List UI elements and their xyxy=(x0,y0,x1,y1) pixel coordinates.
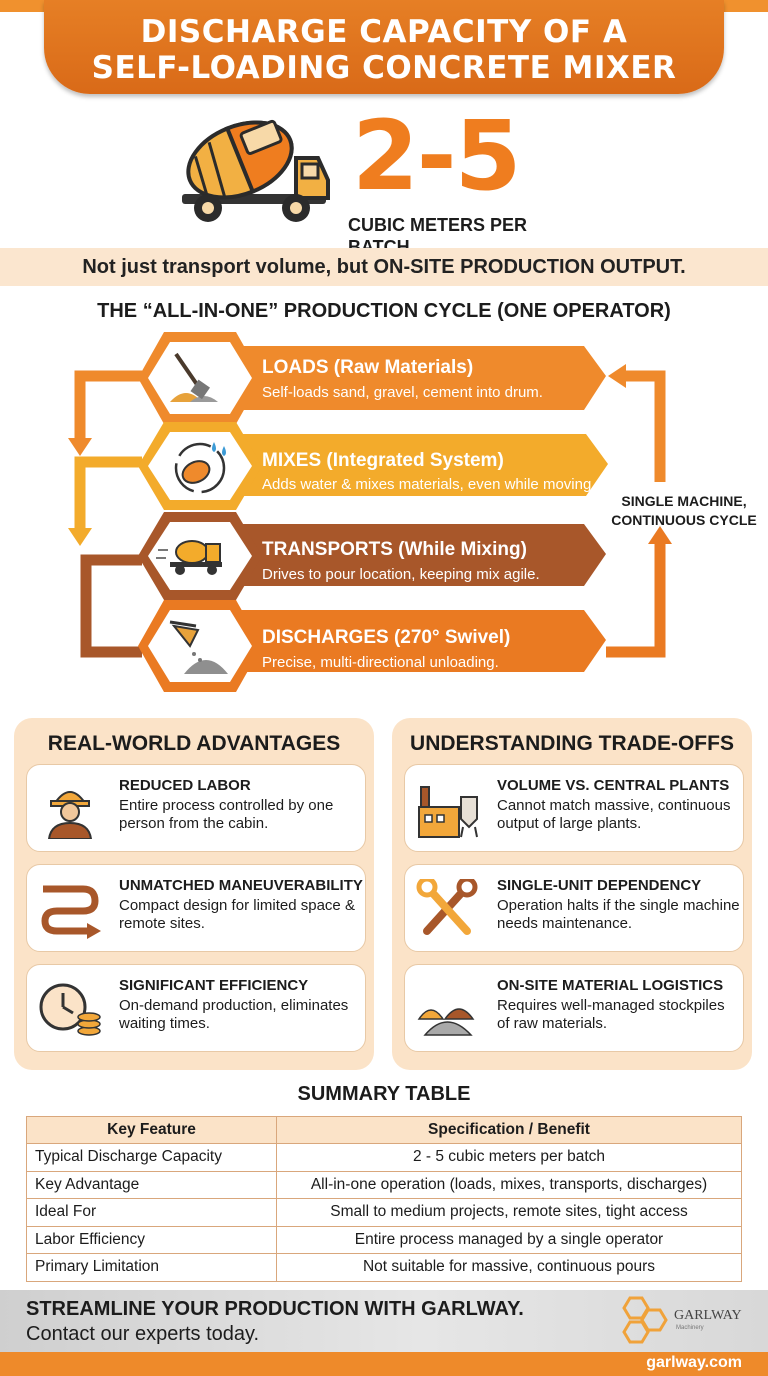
spec-cell: Not suitable for massive, continuous pou… xyxy=(276,1253,742,1282)
table-row: Labor Efficiency Entire process managed … xyxy=(26,1225,742,1254)
tradeoffs-heading: UNDERSTANDING TRADE-OFFS xyxy=(410,732,734,755)
advantage-desc: On-demand production, eliminates waiting… xyxy=(119,997,349,1032)
title-line-1: DISCHARGE CAPACITY OF A xyxy=(140,14,628,50)
step-desc-loads: Self-loads sand, gravel, cement into dru… xyxy=(262,384,543,401)
mixing-drum-icon xyxy=(174,442,226,494)
feature-cell: Labor Efficiency xyxy=(26,1225,277,1254)
tradeoff-card-dependency: SINGLE-UNIT DEPENDENCY Operation halts i… xyxy=(404,864,744,952)
cta-subline: Contact our experts today. xyxy=(26,1323,260,1345)
feature-cell: Key Advantage xyxy=(26,1170,277,1199)
tradeoff-title: ON-SITE MATERIAL LOGISTICS xyxy=(497,977,724,994)
tradeoff-title: SINGLE-UNIT DEPENDENCY xyxy=(497,877,702,894)
tradeoff-card-logistics: ON-SITE MATERIAL LOGISTICS Requires well… xyxy=(404,964,744,1052)
advantage-title: REDUCED LABOR xyxy=(119,777,251,794)
footer-cta: STREAMLINE YOUR PRODUCTION WITH GARLWAY.… xyxy=(0,1290,768,1352)
step-title-mixes: MIXES (Integrated System) xyxy=(262,450,504,471)
title-line-2: SELF-LOADING CONCRETE MIXER xyxy=(91,50,677,86)
hexagon-logo-icon xyxy=(622,1296,668,1344)
loop-arrow-left-2 xyxy=(74,456,142,534)
tradeoff-desc: Requires well-managed stockpiles of raw … xyxy=(497,997,725,1032)
advantage-desc: Entire process controlled by one person … xyxy=(119,797,334,832)
advantages-panel: REAL-WORLD ADVANTAGES REDUCED LABOR Enti… xyxy=(14,718,374,1070)
summary-table: Key Feature Specification / Benefit Typi… xyxy=(26,1116,742,1282)
tagline-strip: Not just transport volume, but ON-SITE P… xyxy=(0,248,768,286)
feature-cell: Typical Discharge Capacity xyxy=(26,1143,277,1172)
tagline: Not just transport volume, but ON-SITE P… xyxy=(82,256,686,278)
production-cycle-diagram xyxy=(68,332,672,692)
cycle-note-line-1: SINGLE MACHINE, xyxy=(621,493,747,509)
hex-loads xyxy=(138,332,262,424)
tradeoff-title: VOLUME VS. CENTRAL PLANTS xyxy=(497,777,730,794)
capacity-value: 2-5 xyxy=(352,100,521,212)
return-arrow-right xyxy=(606,542,666,658)
table-row: Primary Limitation Not suitable for mass… xyxy=(26,1253,742,1282)
advantage-title: UNMATCHED MANEUVERABILITY xyxy=(119,877,363,894)
step-desc-discharges: Precise, multi-directional unloading. xyxy=(262,654,499,671)
winding-path-icon xyxy=(41,885,101,939)
step-bar-loads xyxy=(200,346,606,410)
feature-cell: Primary Limitation xyxy=(26,1253,277,1282)
tradeoff-card-volume: VOLUME VS. CENTRAL PLANTS Cannot match m… xyxy=(404,764,744,852)
capacity-unit: CUBIC METERS PER BATCH xyxy=(348,215,528,257)
advantage-card-labor: REDUCED LABOR Entire process controlled … xyxy=(26,764,366,852)
page-title: DISCHARGE CAPACITY OF A SELF-LOADING CON… xyxy=(44,0,724,86)
cycle-heading: THE “ALL-IN-ONE” PRODUCTION CYCLE (ONE O… xyxy=(97,300,671,322)
mixer-truck-icon xyxy=(156,540,222,575)
title-banner: DISCHARGE CAPACITY OF A SELF-LOADING CON… xyxy=(44,0,724,94)
clock-coins-icon xyxy=(39,983,101,1036)
spec-cell: All-in-one operation (loads, mixes, tran… xyxy=(276,1170,742,1199)
website-link[interactable]: garlway.com xyxy=(646,1354,742,1371)
step-bar-discharges xyxy=(200,610,606,672)
hex-discharges xyxy=(138,600,262,692)
tradeoff-desc: Operation halts if the single machine ne… xyxy=(497,897,740,932)
spec-cell: 2 - 5 cubic meters per batch xyxy=(276,1143,742,1172)
table-header-row: Key Feature Specification / Benefit xyxy=(26,1116,742,1144)
step-title-discharges: DISCHARGES (270° Swivel) xyxy=(262,627,511,648)
advantage-card-maneuverability: UNMATCHED MANEUVERABILITY Compact design… xyxy=(26,864,366,952)
table-row: Typical Discharge Capacity 2 - 5 cubic m… xyxy=(26,1143,742,1172)
column-header-feature: Key Feature xyxy=(26,1116,277,1144)
cycle-side-note: SINGLE MACHINE, CONTINUOUS CYCLE xyxy=(604,492,764,530)
step-bar-transports xyxy=(200,524,606,586)
bottom-bar: garlway.com xyxy=(0,1352,768,1376)
step-title-loads: LOADS (Raw Materials) xyxy=(262,357,474,378)
step-bar-mixes xyxy=(200,434,608,496)
column-header-spec: Specification / Benefit xyxy=(276,1116,742,1144)
table-row: Key Advantage All-in-one operation (load… xyxy=(26,1170,742,1199)
cycle-note-line-2: CONTINUOUS CYCLE xyxy=(611,512,757,528)
summary-heading: SUMMARY TABLE xyxy=(297,1083,471,1105)
advantages-heading: REAL-WORLD ADVANTAGES xyxy=(47,732,341,755)
advantage-card-efficiency: SIGNIFICANT EFFICIENCY On-demand product… xyxy=(26,964,366,1052)
stockpiles-icon xyxy=(417,1008,475,1036)
logo-text: GARLWAY xyxy=(674,1308,742,1323)
step-title-transports: TRANSPORTS (While Mixing) xyxy=(262,539,527,560)
tradeoff-desc: Cannot match massive, continuous output … xyxy=(497,797,731,832)
advantage-desc: Compact design for limited space & remot… xyxy=(119,897,355,932)
feature-cell: Ideal For xyxy=(26,1198,277,1227)
factory-icon xyxy=(418,786,478,838)
spec-cell: Small to medium projects, remote sites, … xyxy=(276,1198,742,1227)
concrete-mixer-truck-icon xyxy=(182,119,330,222)
discharge-chute-icon xyxy=(169,620,228,674)
shovel-icon xyxy=(170,352,218,402)
tradeoffs-panel: UNDERSTANDING TRADE-OFFS VOLUME VS. CENT… xyxy=(392,718,752,1070)
logo-subtext: Machinery xyxy=(676,1325,704,1331)
advantage-title: SIGNIFICANT EFFICIENCY xyxy=(119,977,309,994)
table-row: Ideal For Small to medium projects, remo… xyxy=(26,1198,742,1227)
step-desc-transports: Drives to pour location, keeping mix agi… xyxy=(262,566,540,583)
loop-arrow-left-1 xyxy=(74,370,142,444)
garlway-logo[interactable]: GARLWAY Machinery xyxy=(616,1294,742,1350)
worker-icon xyxy=(47,791,93,839)
return-arrow-right-upper xyxy=(622,370,666,482)
loop-arrow-left-3 xyxy=(80,554,142,658)
spec-cell: Entire process managed by a single opera… xyxy=(276,1225,742,1254)
wrenches-icon xyxy=(416,879,478,935)
cta-headline: STREAMLINE YOUR PRODUCTION WITH GARLWAY. xyxy=(26,1298,524,1320)
step-desc-mixes: Adds water & mixes materials, even while… xyxy=(262,476,596,493)
